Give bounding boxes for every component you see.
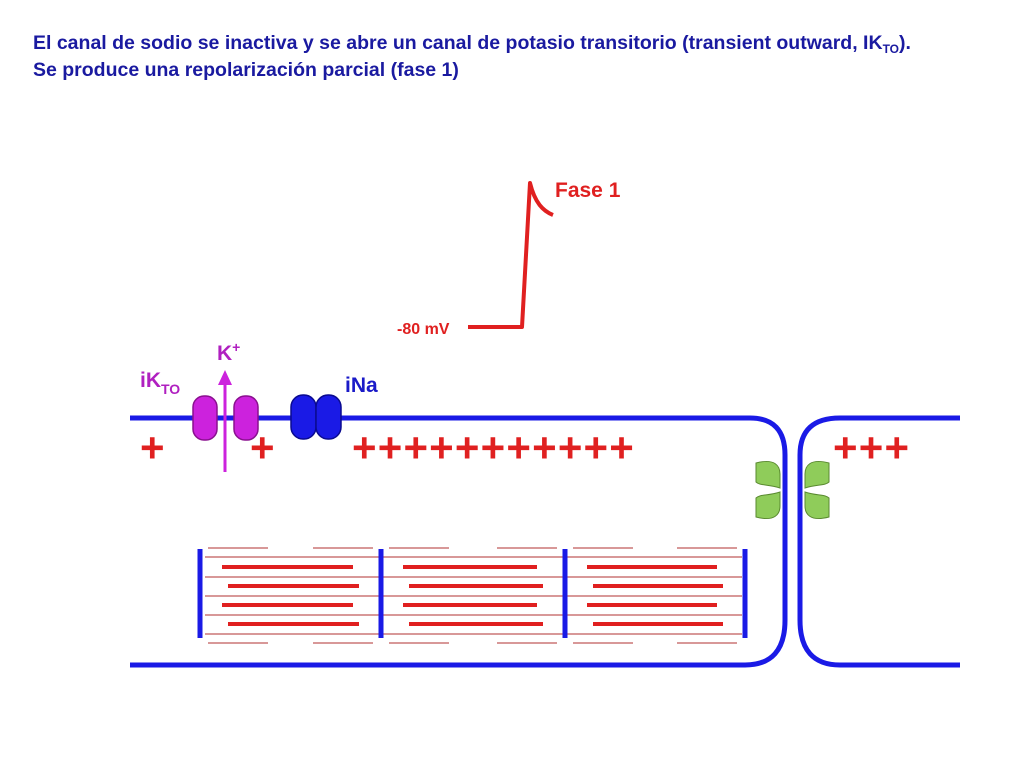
potassium-ion-symbol: K — [217, 342, 232, 365]
caption-subscript: TO — [882, 42, 900, 56]
caption-part-1: El canal de sodio se inactiva y se abre … — [33, 32, 883, 54]
potassium-ion-label: K+ — [217, 339, 240, 365]
action-potential-trace — [468, 181, 554, 329]
phase-1-label: Fase 1 — [555, 179, 621, 202]
potassium-efflux-arrow — [218, 370, 232, 472]
ikto-current-symbol: iK — [140, 369, 161, 392]
cell-membrane-left — [130, 415, 788, 668]
z-discs — [197, 549, 748, 638]
resting-potential-label: -80 mV — [397, 321, 450, 338]
sarcomere-myofilaments — [197, 547, 748, 644]
sodium-channel — [290, 394, 342, 440]
cell-membrane-right — [797, 415, 960, 668]
potassium-channel-ikto — [192, 395, 259, 441]
thin-filaments — [205, 547, 742, 644]
ikto-current-label: iKTO — [140, 369, 180, 397]
ikto-current-subscript: TO — [161, 381, 180, 397]
ina-current-label: iNa — [345, 374, 378, 397]
action-potential-line — [468, 181, 554, 329]
thick-filaments — [222, 565, 723, 626]
plus-charges-middle: +++++++++++ — [352, 424, 635, 471]
plus-charges-right: +++ — [833, 424, 910, 471]
gap-junction — [755, 460, 830, 520]
plus-charge-left-1: + — [140, 424, 165, 471]
plus-charge-left-2: + — [250, 424, 275, 471]
potassium-ion-charge: + — [232, 339, 240, 355]
diagram-caption: El canal de sodio se inactiva y se abre … — [33, 30, 933, 84]
caption-part-2: ). Se produce una repolarización parcial… — [33, 32, 911, 81]
